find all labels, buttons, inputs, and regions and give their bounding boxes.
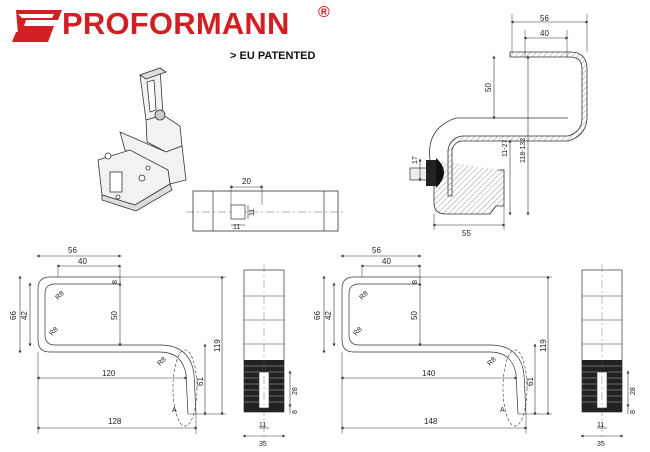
dim-28-right-side: 28 bbox=[630, 387, 637, 395]
dim-119-left: 119 bbox=[213, 339, 222, 352]
right-side-view bbox=[580, 264, 630, 442]
dim-42-left: 42 bbox=[20, 311, 29, 320]
dim-66-left: 66 bbox=[9, 311, 18, 320]
right-profile-view bbox=[322, 254, 552, 434]
brand-name: PROFORMANN bbox=[62, 6, 290, 41]
dim-17: 17 bbox=[412, 156, 419, 164]
dim-11-horizontal: 11 bbox=[233, 224, 240, 231]
dim-35-right-side: 35 bbox=[597, 441, 605, 448]
patent-note: > EU PATENTED bbox=[230, 50, 316, 62]
dim-50-top-right: 50 bbox=[484, 83, 493, 92]
dim-61-left: 61 bbox=[196, 377, 205, 386]
dim-120: 120 bbox=[102, 369, 116, 378]
left-profile-view bbox=[18, 254, 226, 434]
dim-148: 148 bbox=[424, 417, 438, 426]
dim-140: 140 bbox=[422, 369, 436, 378]
proformann-logo-icon bbox=[12, 10, 62, 42]
dim-55: 55 bbox=[462, 229, 471, 238]
dim-56-right: 56 bbox=[372, 246, 381, 255]
dim-56-left: 56 bbox=[68, 246, 77, 255]
dim-119-right: 119 bbox=[539, 339, 548, 352]
left-side-view bbox=[242, 264, 292, 442]
dim-118-132: 118-132 bbox=[520, 138, 527, 163]
dim-35-left-side: 35 bbox=[259, 441, 267, 448]
radius-r8-top-left: R8 bbox=[54, 290, 65, 301]
radius-r8-top-right: R8 bbox=[358, 290, 369, 301]
dim-11-left-side: 11 bbox=[259, 422, 266, 429]
radius-r8-bottom-left: R8 bbox=[48, 326, 59, 337]
dim-40-left: 40 bbox=[78, 257, 87, 266]
dim-8-left: 8 bbox=[112, 280, 119, 284]
dim-50-right: 50 bbox=[410, 311, 419, 320]
registered-mark: ® bbox=[318, 4, 330, 21]
radius-r8-bend-left: R8 bbox=[156, 356, 167, 367]
dim-56-top-right: 56 bbox=[540, 14, 549, 23]
dim-42-right: 42 bbox=[324, 311, 333, 320]
dim-40-right: 40 bbox=[382, 257, 391, 266]
dim-8-right: 8 bbox=[412, 280, 419, 284]
dim-11-vertical: 11 bbox=[249, 209, 256, 216]
dim-11-right-side: 11 bbox=[597, 422, 604, 429]
top-right-profile-view bbox=[409, 14, 589, 230]
bracket-isometric-view bbox=[97, 67, 187, 212]
detail-a-left: A bbox=[172, 407, 177, 414]
dim-61-right: 61 bbox=[526, 377, 535, 386]
dim-128: 128 bbox=[108, 417, 122, 426]
dim-8-right-side: 8 bbox=[630, 410, 637, 414]
dim-66-right: 66 bbox=[313, 311, 322, 320]
dim-20: 20 bbox=[242, 177, 251, 186]
dim-50-left: 50 bbox=[110, 311, 119, 320]
dim-11-27: 11-27 bbox=[502, 140, 509, 157]
radius-r8-bend-right: R8 bbox=[486, 356, 497, 367]
top-section-view bbox=[186, 185, 346, 232]
radius-r8-bottom-right: R8 bbox=[352, 326, 363, 337]
dim-40-top-right: 40 bbox=[540, 29, 549, 38]
dim-28-left-side: 28 bbox=[292, 387, 299, 395]
dim-8-left-side: 8 bbox=[292, 410, 299, 414]
detail-a-right: A bbox=[500, 407, 505, 414]
